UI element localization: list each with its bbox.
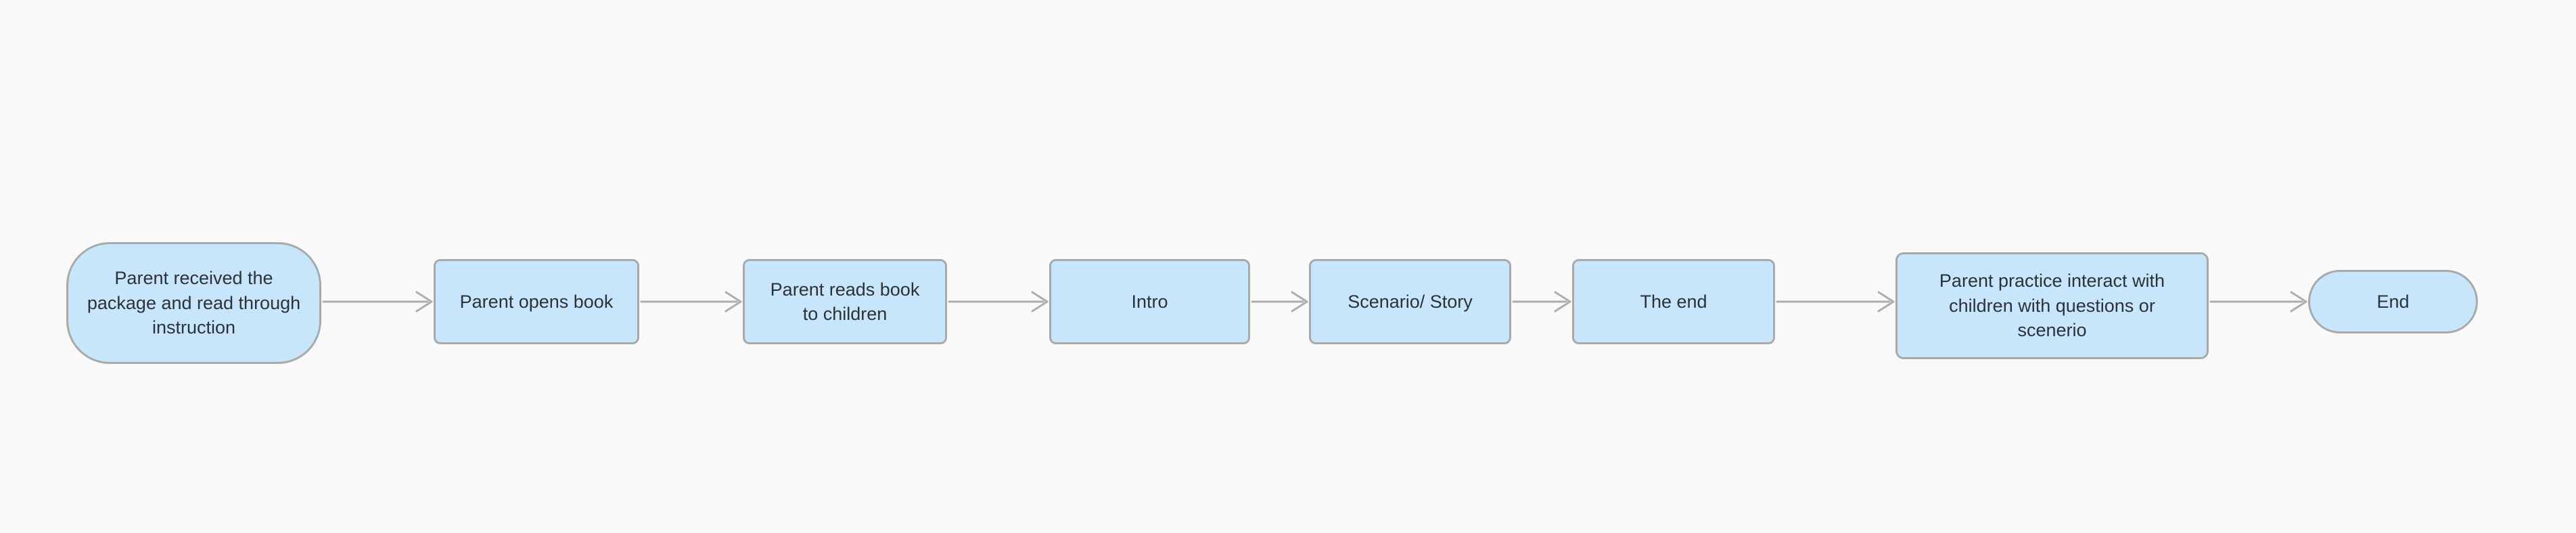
- connector-arrow: [1512, 291, 1571, 312]
- flow-node-practice[interactable]: Parent practice interact with children w…: [1895, 252, 2209, 359]
- flow-node-label: The end: [1640, 291, 1707, 312]
- flow-node-label: Parent practice interact with children w…: [1939, 271, 2165, 341]
- connector-arrow: [948, 291, 1049, 312]
- flow-node-label: Parent received the package and read thr…: [87, 268, 301, 338]
- connector-arrow: [640, 291, 742, 312]
- connector-arrow: [1251, 291, 1308, 312]
- flow-node-label: End: [2376, 291, 2410, 312]
- flow-node-reads-book[interactable]: Parent reads book to children: [743, 259, 947, 344]
- flow-node-end[interactable]: End: [2308, 270, 2478, 333]
- flow-node-label: Intro: [1131, 291, 1168, 312]
- flow-node-label: Parent reads book to children: [770, 279, 920, 324]
- flow-node-label: Scenario/ Story: [1348, 291, 1473, 312]
- flow-node-start[interactable]: Parent received the package and read thr…: [66, 242, 321, 364]
- connector-arrow: [2209, 291, 2307, 312]
- flow-node-scenario-story[interactable]: Scenario/ Story: [1309, 259, 1511, 344]
- connector-arrow: [1776, 291, 1895, 312]
- flow-node-label: Parent opens book: [459, 291, 614, 312]
- flow-node-the-end[interactable]: The end: [1572, 259, 1775, 344]
- flow-node-opens-book[interactable]: Parent opens book: [434, 259, 639, 344]
- flow-node-intro[interactable]: Intro: [1049, 259, 1250, 344]
- connector-arrow: [322, 291, 433, 312]
